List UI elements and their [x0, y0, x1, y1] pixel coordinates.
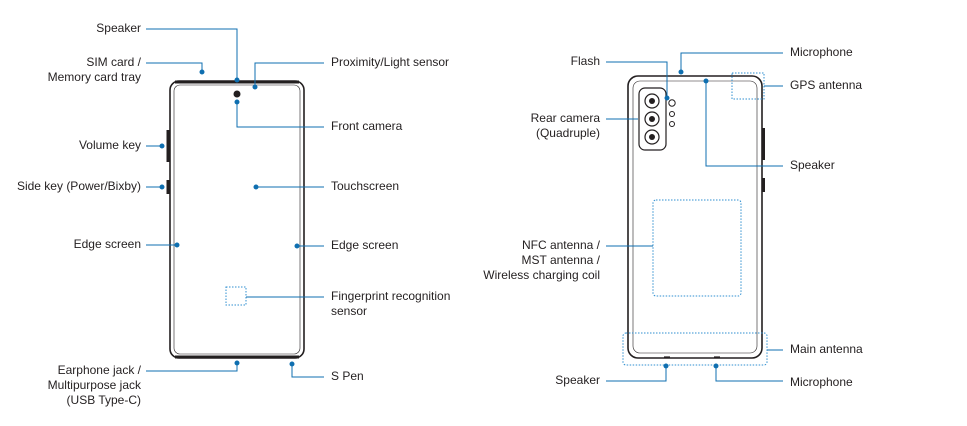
- label-proximity-sensor: Proximity/Light sensor: [331, 55, 450, 69]
- label-earphone-2: Multipurpose jack: [47, 378, 141, 392]
- front-camera-hole: [233, 90, 241, 98]
- main-antenna-area: [622, 332, 768, 366]
- leader-front-camera: [236, 103, 324, 128]
- label-fingerprint-2: sensor: [331, 304, 368, 318]
- label-flash: Flash: [570, 54, 600, 68]
- side-key-shape: [166, 180, 170, 194]
- depth-sensor-shape: [669, 111, 675, 117]
- label-microphone-top: Microphone: [790, 45, 853, 59]
- label-nfc-3: Wireless charging coil: [483, 268, 600, 282]
- leader-speaker: [146, 28, 238, 80]
- label-microphone-bottom: Microphone: [790, 375, 853, 389]
- back-side-key-2: [762, 178, 765, 192]
- label-rear-camera-1: Rear camera: [530, 111, 600, 125]
- label-side-key: Side key (Power/Bixby): [16, 179, 141, 193]
- label-edge-screen-right: Edge screen: [331, 238, 399, 252]
- label-gps-antenna: GPS antenna: [790, 78, 863, 92]
- label-rear-camera-2: (Quadruple): [535, 126, 600, 140]
- label-speaker-bottom: Speaker: [555, 373, 600, 387]
- label-earphone-3: (USB Type-C): [66, 393, 141, 407]
- leader-s-pen: [291, 364, 324, 378]
- flash-shape: [668, 99, 676, 107]
- label-earphone-1: Earphone jack /: [57, 363, 141, 377]
- label-s-pen: S Pen: [331, 369, 364, 383]
- label-sim-tray-1: SIM card /: [86, 55, 141, 69]
- leader-earphone-jack: [146, 363, 238, 372]
- label-main-antenna: Main antenna: [790, 342, 863, 356]
- label-nfc-2: MST antenna /: [521, 253, 601, 267]
- nfc-antenna-area: [652, 199, 742, 297]
- leader-microphone-bottom: [715, 366, 783, 382]
- back-side-key-1: [762, 128, 765, 160]
- front-screen-edge: [173, 84, 301, 355]
- label-touchscreen: Touchscreen: [331, 179, 400, 193]
- fingerprint-area: [225, 286, 247, 306]
- leader-flash: [606, 61, 668, 98]
- leader-speaker-bottom: [606, 366, 667, 382]
- volume-key-shape: [166, 130, 170, 162]
- label-nfc-1: NFC antenna /: [521, 238, 600, 252]
- label-front-camera: Front camera: [331, 119, 403, 133]
- label-edge-screen-left: Edge screen: [73, 237, 141, 251]
- label-speaker: Speaker: [96, 21, 141, 35]
- leader-proximity-sensor: [254, 62, 324, 86]
- label-speaker-top: Speaker: [790, 158, 835, 172]
- label-sim-tray-2: Memory card tray: [47, 70, 141, 84]
- leader-microphone-top: [680, 52, 783, 71]
- label-fingerprint-1: Fingerprint recognition: [331, 289, 451, 303]
- small-lens-shape: [669, 121, 675, 127]
- leader-speaker-top: [705, 82, 783, 167]
- label-volume-key: Volume key: [78, 138, 141, 152]
- back-inner-edge: [632, 80, 758, 354]
- leader-sim-tray: [146, 62, 203, 72]
